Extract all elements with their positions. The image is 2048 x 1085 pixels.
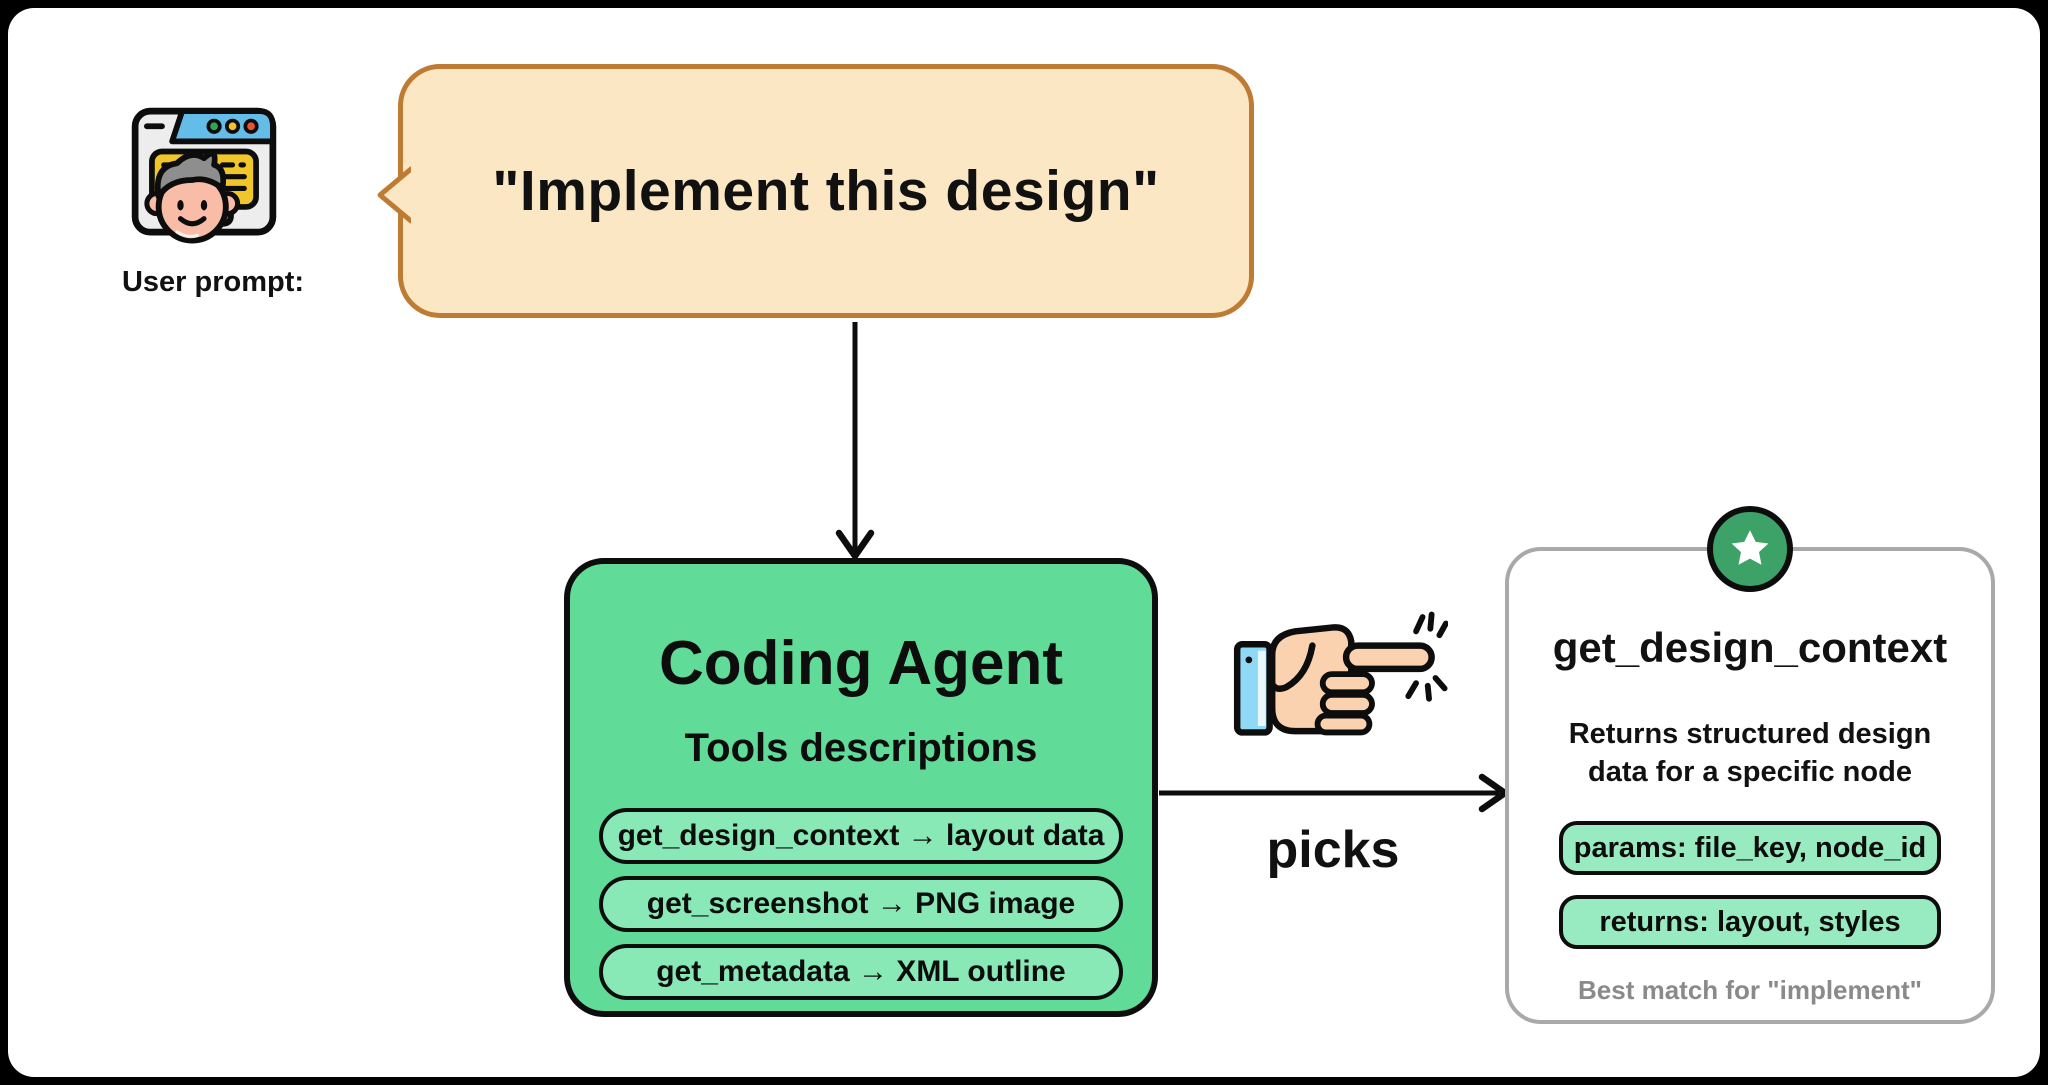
picks-label: picks [1266, 821, 1400, 879]
tool-pill-get-design-context: get_design_context → layout data [599, 808, 1123, 864]
star-icon [1731, 530, 1769, 565]
star-badge [1707, 506, 1793, 592]
tool-pill-get-screenshot: get_screenshot → PNG image [599, 876, 1123, 932]
coding-agent-title: Coding Agent [658, 629, 1064, 698]
params-pill: params: file_key, node_id [1559, 821, 1941, 875]
browser-titlebar [169, 108, 276, 145]
pointing-hand-icon [1233, 611, 1448, 736]
speech-bubble-tail-icon [377, 166, 411, 224]
diagram-canvas: User prompt: "Implement this design" Cod… [8, 8, 2040, 1077]
tool-pill-get-metadata: get_metadata → XML outline [599, 944, 1123, 1000]
tool-pill-list: get_design_context → layout data get_scr… [599, 808, 1123, 1000]
window-dot-green [206, 118, 222, 134]
selected-tool-description: Returns structured design data for a spe… [1568, 718, 1932, 788]
prompt-text: "Implement this design" [492, 159, 1160, 223]
arrow-down-icon [835, 322, 875, 560]
prompt-speech-bubble: "Implement this design" [377, 64, 1254, 318]
selected-tool-card: get_design_context Returns structured de… [1505, 506, 1995, 1024]
coding-agent-box: Coding Agent Tools descriptions get_desi… [564, 558, 1158, 1017]
arrow-right-icon [1159, 773, 1509, 813]
selected-tool-title: get_design_context [1552, 624, 1948, 671]
tool-spec-pills: params: file_key, node_id returns: layou… [1559, 821, 1941, 949]
returns-pill: returns: layout, styles [1559, 895, 1941, 949]
window-dot-yellow [224, 118, 241, 134]
best-match-note: Best match for "implement" [1578, 975, 1922, 1005]
window-dot-red [243, 118, 259, 134]
person-hair [154, 150, 227, 200]
tools-descriptions-label: Tools descriptions [684, 726, 1038, 770]
user-prompt-label: User prompt: [121, 266, 305, 298]
index-finger [1342, 642, 1435, 673]
user-browser-icon [131, 107, 277, 244]
